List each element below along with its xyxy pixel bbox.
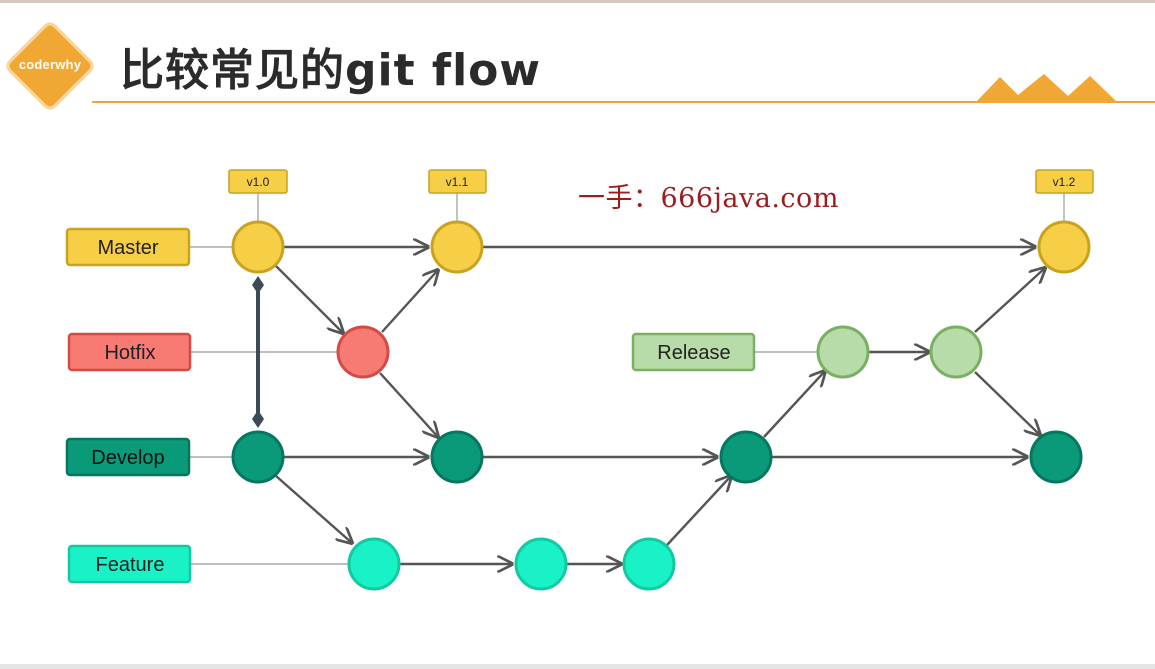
- branch-label-hotfix: Hotfix: [67, 332, 192, 372]
- develop-commit-2: [430, 430, 484, 484]
- branch-label-release-text: Release: [657, 342, 730, 364]
- feature-commit-3: [622, 537, 676, 591]
- feature-commit-2: [514, 537, 568, 591]
- branch-label-develop-text: Develop: [91, 447, 164, 469]
- tag-v1-2: v1.2: [1035, 169, 1094, 194]
- tag-v1-1: v1.1: [428, 169, 487, 194]
- bottom-border: [0, 664, 1155, 669]
- master-commit-2: [430, 220, 484, 274]
- title-underline: [92, 101, 1155, 103]
- tag-v1-0-text: v1.0: [247, 175, 270, 189]
- develop-commit-3: [719, 430, 773, 484]
- page-title: 比较常见的git flow: [120, 45, 542, 96]
- hotfix-commit: [336, 325, 390, 379]
- release-commit-1: [816, 325, 870, 379]
- master-develop-link: [252, 276, 264, 428]
- branch-label-hotfix-text: Hotfix: [104, 342, 155, 364]
- release-commit-2: [929, 325, 983, 379]
- decorative-mountains: [975, 74, 1118, 103]
- branch-label-release: Release: [631, 332, 756, 372]
- master-commit-3: [1037, 220, 1091, 274]
- tag-v1-2-text: v1.2: [1053, 175, 1076, 189]
- commit-nodes: [231, 220, 1091, 591]
- logo-text: coderwhy: [18, 57, 82, 72]
- flow-arrows: [275, 247, 1045, 564]
- branch-label-feature: Feature: [67, 544, 192, 584]
- branch-label-master-text: Master: [97, 237, 158, 259]
- tag-v1-1-text: v1.1: [446, 175, 469, 189]
- develop-commit-4: [1029, 430, 1083, 484]
- branch-label-develop: Develop: [65, 437, 191, 477]
- branch-label-master: Master: [65, 227, 191, 267]
- develop-commit-1: [231, 430, 285, 484]
- label-connectors: [190, 193, 1065, 565]
- branch-label-feature-text: Feature: [96, 554, 165, 576]
- feature-commit-1: [347, 537, 401, 591]
- top-border: [0, 0, 1155, 3]
- tag-v1-0: v1.0: [228, 169, 288, 194]
- watermark-text: 一手：666java.com: [578, 183, 839, 214]
- master-commit-1: [231, 220, 285, 274]
